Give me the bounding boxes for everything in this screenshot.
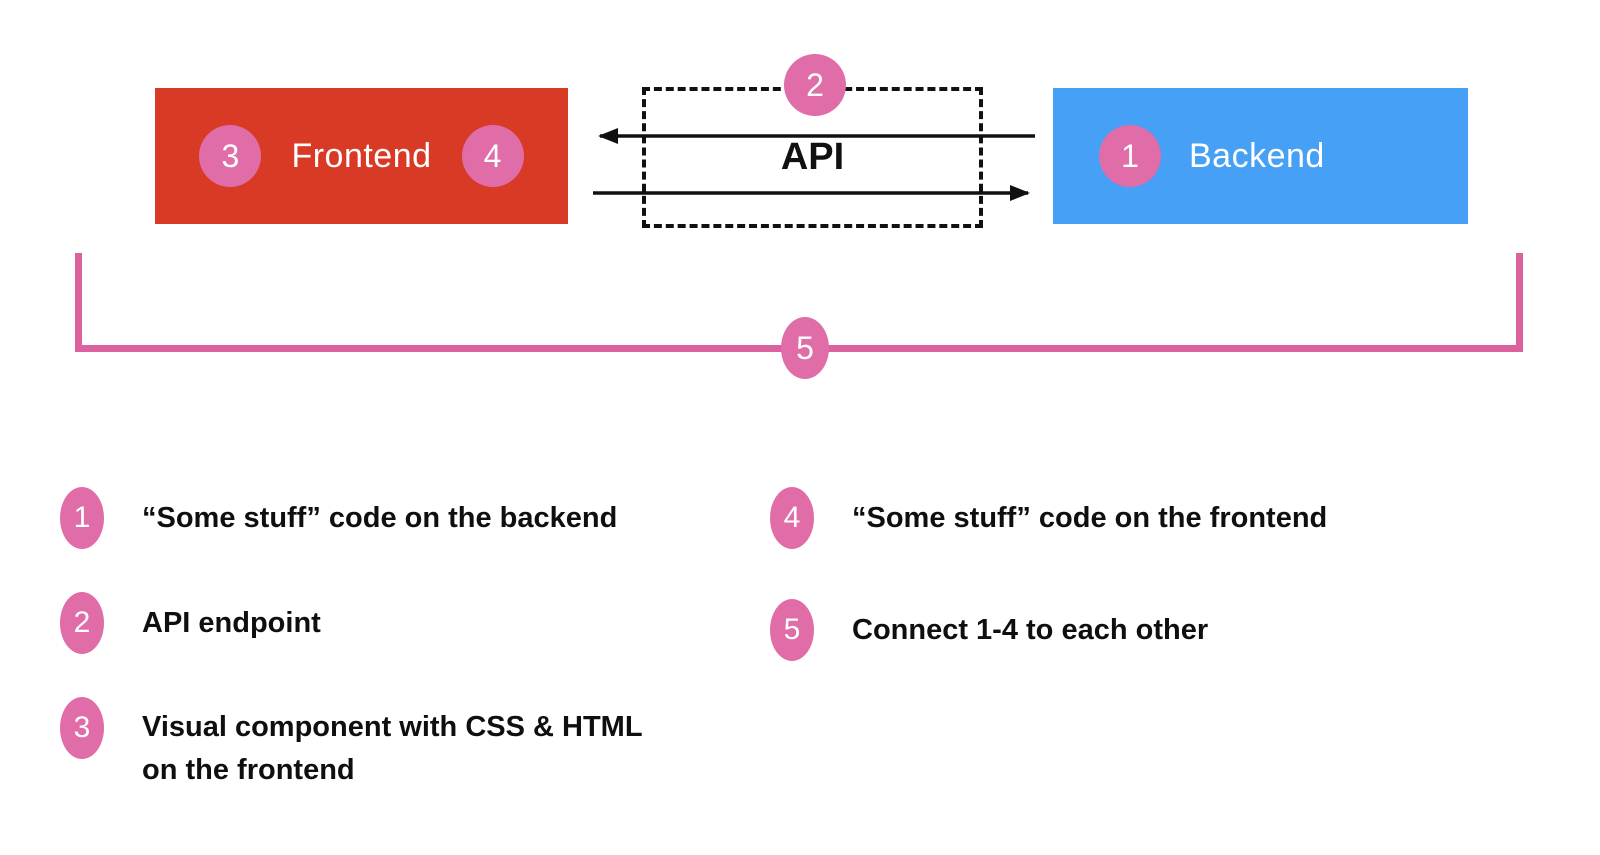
legend-item-2: 2 API endpoint xyxy=(60,592,643,654)
legend-text-3: Visual component with CSS & HTML on the … xyxy=(142,711,643,786)
badge-2: 2 xyxy=(784,54,846,116)
legend-text-2: API endpoint xyxy=(142,606,321,639)
legend-badge-3: 3 xyxy=(60,697,104,759)
frontend-box: 3 Frontend 4 xyxy=(155,88,568,224)
legend-item-5: 5 Connect 1-4 to each other xyxy=(770,599,1327,661)
legend-text-5: Connect 1-4 to each other xyxy=(852,613,1209,646)
legend-left-column: 1 “Some stuff” code on the backend 2 API… xyxy=(60,487,643,835)
legend-badge-2: 2 xyxy=(60,592,104,654)
badge-3: 3 xyxy=(199,125,262,187)
legend-badge-5: 5 xyxy=(770,599,814,661)
bracket-left-segment xyxy=(75,253,82,352)
badge-1: 1 xyxy=(1099,125,1161,187)
backend-label: Backend xyxy=(1189,136,1325,175)
frontend-label: Frontend xyxy=(291,136,432,175)
badge-4: 4 xyxy=(461,125,524,187)
legend-badge-4: 4 xyxy=(770,487,814,549)
backend-box: 1 Backend xyxy=(1053,88,1468,224)
legend-badge-1: 1 xyxy=(60,487,104,549)
legend-item-1: 1 “Some stuff” code on the backend xyxy=(60,487,643,549)
legend-item-4: 4 “Some stuff” code on the frontend xyxy=(770,487,1327,549)
api-label: API xyxy=(780,136,845,178)
bracket-right-segment xyxy=(1516,253,1523,352)
badge-5: 5 xyxy=(781,317,829,379)
legend-text-1: “Some stuff” code on the backend xyxy=(142,501,618,534)
legend-right-column: 4 “Some stuff” code on the frontend 5 Co… xyxy=(770,487,1327,704)
legend-item-3: 3 Visual component with CSS & HTML on th… xyxy=(60,697,643,792)
legend-text-4: “Some stuff” code on the frontend xyxy=(852,501,1328,534)
